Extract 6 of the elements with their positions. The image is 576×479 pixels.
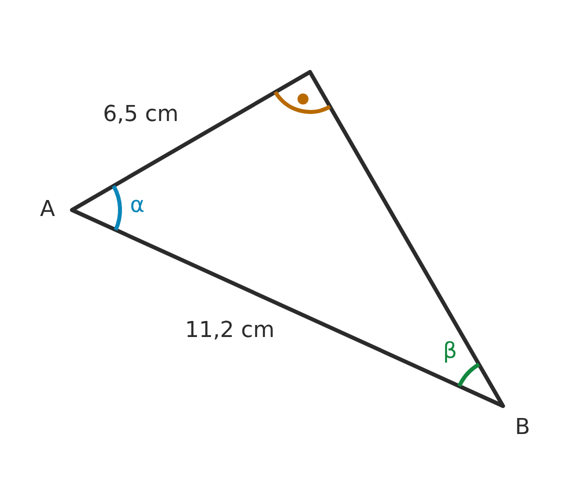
angle-label: α (130, 193, 145, 219)
side-length-label: 11,2 cm (185, 318, 275, 344)
side-length-label: 6,5 cm (103, 102, 179, 128)
vertex-label: A (40, 197, 56, 223)
vertex-label: B (515, 415, 530, 441)
angle-label: β (443, 339, 458, 365)
